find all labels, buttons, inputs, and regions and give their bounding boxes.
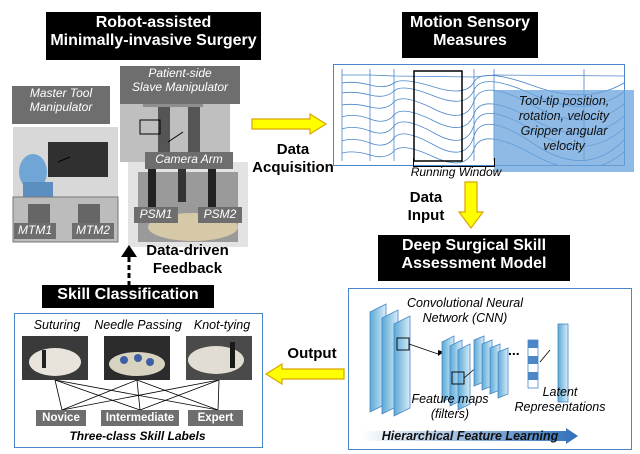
task-label-suturing: Suturing xyxy=(33,318,81,332)
motion-sensory-title: Motion Sensory Measures xyxy=(402,12,538,58)
task-level-connections xyxy=(54,380,220,411)
task-label-knot-tying: Knot-tying xyxy=(193,318,251,332)
running-window-label: Running Window xyxy=(410,165,502,179)
data-acquisition-label: Data Acquisition xyxy=(252,141,334,176)
skill-classification-title: Skill Classification xyxy=(42,285,214,308)
patient-side-label: Patient-side Slave Manipulator xyxy=(120,66,240,104)
latent-representations-label: Latent Representations xyxy=(514,385,606,414)
feature-maps-label: Feature maps (filters) xyxy=(411,392,489,421)
cnn-label: Convolutional Neural Network (CNN) xyxy=(406,296,524,325)
level-expert: Expert xyxy=(188,410,243,426)
running-window-bracket xyxy=(413,158,495,167)
deep-model-title: Deep Surgical Skill Assessment Model xyxy=(378,235,570,281)
cnn-architecture xyxy=(369,303,569,417)
camera-arm-label: Camera Arm xyxy=(145,152,233,169)
mtm2-label: MTM2 xyxy=(72,223,114,239)
output-label: Output xyxy=(287,345,337,362)
level-intermediate: Intermediate xyxy=(101,410,179,426)
psm2-label: PSM2 xyxy=(198,207,242,223)
master-tool-label: Master Tool Manipulator xyxy=(12,86,110,124)
task-label-needle-passing: Needle Passing xyxy=(94,318,182,332)
level-novice: Novice xyxy=(36,410,86,426)
data-input-label: Data Input xyxy=(407,189,445,224)
output-arrow xyxy=(264,363,345,385)
mtm1-label: MTM1 xyxy=(14,223,56,239)
hierarchical-gradient-arrow xyxy=(360,428,578,444)
hierarchical-feature-label: Hierarchical Feature Learning xyxy=(381,429,559,443)
feedback-label: Data-driven Feedback xyxy=(146,242,229,277)
needle-passing-image xyxy=(104,336,170,380)
psm1-label: PSM1 xyxy=(134,207,178,223)
data-acquisition-arrow xyxy=(251,113,328,135)
robot-surgery-title: Robot-assisted Minimally-invasive Surger… xyxy=(46,12,261,60)
skill-labels-caption: Three-class Skill Labels xyxy=(69,429,206,443)
feedback-arrow xyxy=(121,245,137,287)
cnn-ellipsis: ... xyxy=(508,342,520,358)
data-input-arrow xyxy=(457,181,485,229)
knot-tying-image xyxy=(186,336,252,380)
kinematics-description-box: Tool-tip position, rotation, velocity Gr… xyxy=(494,90,634,172)
suturing-image xyxy=(22,336,88,380)
